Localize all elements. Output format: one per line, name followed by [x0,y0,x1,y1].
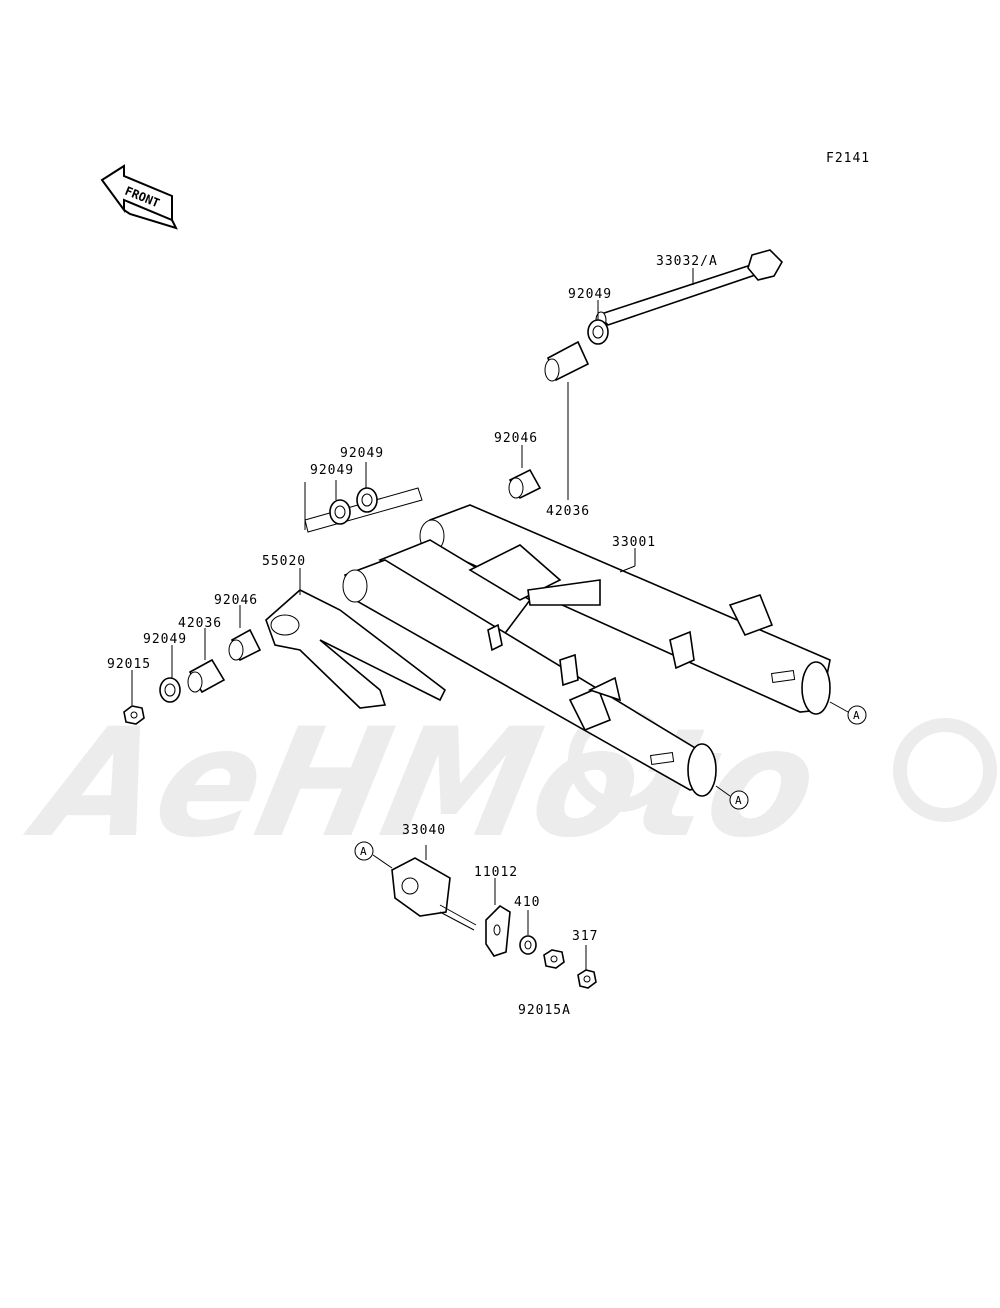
svg-text:A: A [853,709,860,722]
bearing-92046-top [508,445,542,500]
figure-code: F2141 [826,151,870,166]
svg-text:A: A [735,794,742,807]
collar-42036-left [187,628,226,694]
washer-410 [519,910,537,955]
label-92049-top: 92049 [568,287,612,302]
washers-92049-pair [304,462,423,533]
ref-marker-a-2: A [715,785,749,810]
label-33032: 33032/A [656,254,718,269]
label-33001: 33001 [612,535,656,550]
plate-11012 [485,878,511,957]
label-317: 317 [572,929,598,944]
label-92015A: 92015A [518,1003,571,1018]
bearing-92046-left [228,605,262,662]
chain-guard [265,568,447,709]
label-42036-top: 42036 [546,504,590,519]
label-92015: 92015 [107,657,151,672]
label-92046-top: 92046 [494,431,538,446]
swingarm [342,504,831,797]
nut-92015 [123,670,145,725]
nut-317 [577,945,597,989]
chain-adjuster [391,845,477,931]
front-arrow-icon: FRONT [100,164,178,230]
label-92049-left: 92049 [143,632,187,647]
label-92049-a: 92049 [340,446,384,461]
label-42036-left: 42036 [178,616,222,631]
ref-marker-a-3: A [354,841,393,869]
washer-92049-top [587,300,609,345]
collar-42036-top [544,340,590,500]
svg-text:A: A [360,845,367,858]
washer-92049-left [159,645,181,703]
label-55020: 55020 [262,554,306,569]
label-410: 410 [514,895,540,910]
label-33040: 33040 [402,823,446,838]
watermark: AeHMoto [15,696,997,871]
ref-marker-a-1: A [829,701,867,725]
nut-92015A [543,949,565,969]
label-92049-b: 92049 [310,463,354,478]
label-92046-left: 92046 [214,593,258,608]
label-11012: 11012 [474,865,518,880]
